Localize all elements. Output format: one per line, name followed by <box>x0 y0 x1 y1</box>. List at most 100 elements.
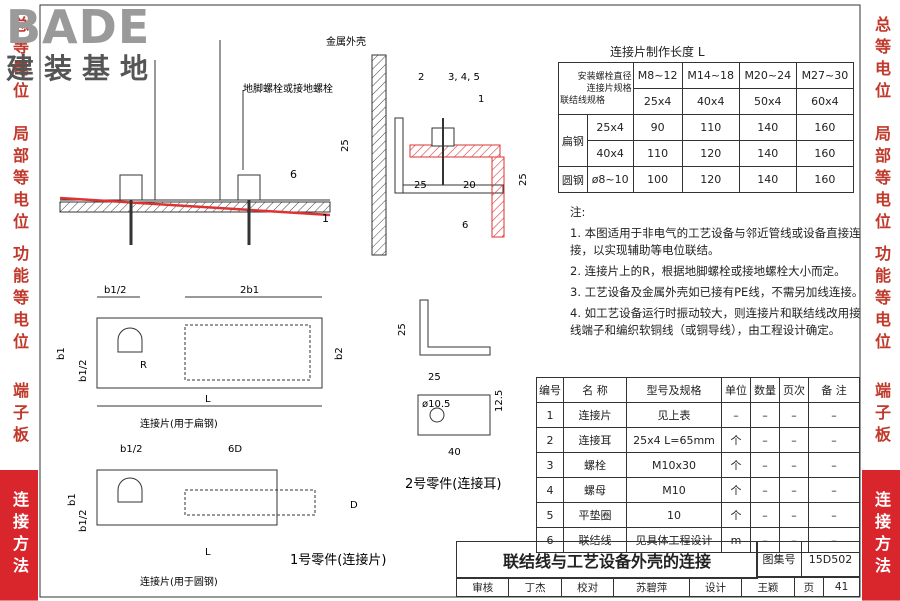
plate-size-0: 25x4 <box>632 88 683 115</box>
base-section-view: 地脚螺栓或接地螺栓 6 1 <box>59 40 333 245</box>
reviewer-name: 丁杰 <box>508 577 562 597</box>
callout-2: 2 <box>418 72 424 83</box>
bom-cell: – <box>808 452 860 478</box>
bom-cell: 连接耳 <box>563 427 627 453</box>
bom-cell: – <box>779 402 809 428</box>
plate-outline <box>96 317 323 389</box>
corner-top: 安装螺栓直径 <box>577 71 632 82</box>
page-number: 41 <box>823 577 860 597</box>
ear-vertical <box>394 117 404 194</box>
drawing-title: 联结线与工艺设备外壳的连接 <box>456 541 758 579</box>
bom-cell: M10x30 <box>626 452 722 478</box>
bolt-size-3: M27~30 <box>795 62 855 89</box>
notes: 注: 1. 本图适用于非电气的工艺设备与邻近管线或设备直接连接，以实现辅助等电位… <box>570 204 870 343</box>
bom-cell: – <box>808 477 860 503</box>
bom-cell: 25x4 L=65mm <box>626 427 722 453</box>
bom-header-1: 名 称 <box>563 377 627 403</box>
plate-size-2: 50x4 <box>738 88 797 115</box>
checker-name: 苏碧萍 <box>613 577 690 597</box>
callout-345: 3, 4, 5 <box>448 72 480 83</box>
len-0-1: 110 <box>681 114 740 141</box>
metal-shell-wall <box>371 54 387 256</box>
designer-name: 王颖 <box>741 577 795 597</box>
len-2-3: 160 <box>795 166 855 193</box>
bom-cell: – <box>808 427 860 453</box>
plate-size-3: 60x4 <box>795 88 855 115</box>
bom-cell: 联结线 <box>563 527 627 553</box>
bom-cell: 2 <box>536 427 564 453</box>
right-tab-4[interactable]: 连接方法 <box>862 470 900 601</box>
part2-title: 2号零件(连接耳) <box>405 476 501 492</box>
bom-cell: M10 <box>626 477 722 503</box>
atlas-block: 图集号 15D502 <box>756 541 861 577</box>
right-tab-0[interactable]: 总等电位 <box>862 0 900 121</box>
bom-cell: – <box>750 452 780 478</box>
len-1-2: 140 <box>738 140 797 167</box>
spec-2: ø8~10 <box>586 166 634 193</box>
left-tab-3[interactable]: 端子板 <box>0 360 38 471</box>
right-tab-1[interactable]: 局部等电位 <box>862 120 900 241</box>
bolt-left-nut <box>119 174 143 201</box>
notes-heading: 注: <box>570 205 586 219</box>
len-0-3: 160 <box>795 114 855 141</box>
bom-cell: m <box>721 527 751 553</box>
label-metal-shell: 金属外壳 <box>326 35 366 48</box>
bom-cell: 个 <box>721 452 751 478</box>
bom-cell: 螺栓 <box>563 452 627 478</box>
page-label: 页 <box>793 577 825 597</box>
bom-cell: – <box>750 427 780 453</box>
logo-brand: BADE <box>6 0 151 54</box>
bom-cell: 1 <box>536 402 564 428</box>
bom-cell: – <box>779 427 809 453</box>
dim2-b1: b1 <box>67 493 78 506</box>
signature-row: 审核 丁杰 校对 苏碧萍 设计 王颖 页 41 <box>455 577 860 597</box>
dim-20: 20 <box>463 180 476 191</box>
corner-bottom: 联结线规格 <box>560 95 606 106</box>
ear-hole <box>429 407 445 423</box>
ear-phi: ø10.5 <box>422 399 450 410</box>
ear-dim-12-5: 12.5 <box>494 390 505 412</box>
logo-subtitle: 建装基地 <box>6 52 159 85</box>
bom-header-6: 备 注 <box>808 377 860 403</box>
left-tab-4[interactable]: 连接方法 <box>0 470 38 601</box>
left-tab-1[interactable]: 局部等电位 <box>0 120 38 241</box>
left-tab-column: 总等电位 局部等电位 功能等电位 端子板 连接方法 <box>0 0 38 601</box>
left-tab-0[interactable]: 总等电位 <box>0 0 38 121</box>
caption-round: 连接片(用于圆钢) <box>140 575 218 588</box>
left-tab-2[interactable]: 功能等电位 <box>0 240 38 361</box>
right-tab-2[interactable]: 功能等电位 <box>862 240 900 361</box>
plate2-outline <box>96 469 278 526</box>
length-table: 安装螺栓直径 连接片规格 联结线规格 M8~12 M14~18 M20~24 M… <box>558 62 855 193</box>
bom-cell: – <box>750 502 780 528</box>
len-2-2: 140 <box>738 166 797 193</box>
right-tab-column: 总等电位 局部等电位 功能等电位 端子板 连接方法 <box>862 0 900 601</box>
bom-header-0: 编号 <box>536 377 564 403</box>
check-label: 校对 <box>560 577 615 597</box>
bom-cell: – <box>721 402 751 428</box>
part1-flat-plate: b1/2 2b1 b1 b1/2 b2 R L 连接片(用于扁钢) <box>56 285 345 430</box>
bonding-strip <box>491 156 505 238</box>
ear-section <box>419 299 491 356</box>
bom-cell: 5 <box>536 502 564 528</box>
part2-ear: 25 25 ø10.5 40 12.5 2号零件(连接耳) <box>397 299 505 492</box>
plate2-overlap <box>184 489 316 516</box>
group-round: 圆钢 <box>558 166 588 193</box>
bolt-size-1: M14~18 <box>681 62 740 89</box>
bom-cell: 平垫圈 <box>563 502 627 528</box>
review-label: 审核 <box>455 577 510 597</box>
dim-25-b: 25 <box>414 180 427 191</box>
atlas-number: 15D502 <box>800 541 861 577</box>
ear-dim-25-h: 25 <box>428 372 441 383</box>
callout-1-bracket: 1 <box>478 94 484 105</box>
note-4: 4. 如工艺设备运行时振动较大，则连接片和联结线改用接线端子和编织软铜线（或铜导… <box>570 306 861 337</box>
bom-cell: 3 <box>536 452 564 478</box>
dim-b2: b2 <box>334 347 345 360</box>
dim2-b1-2-side: b1/2 <box>78 510 89 532</box>
right-tab-3[interactable]: 端子板 <box>862 360 900 471</box>
bom-cell: 见上表 <box>626 402 722 428</box>
bom-cell: – <box>808 402 860 428</box>
